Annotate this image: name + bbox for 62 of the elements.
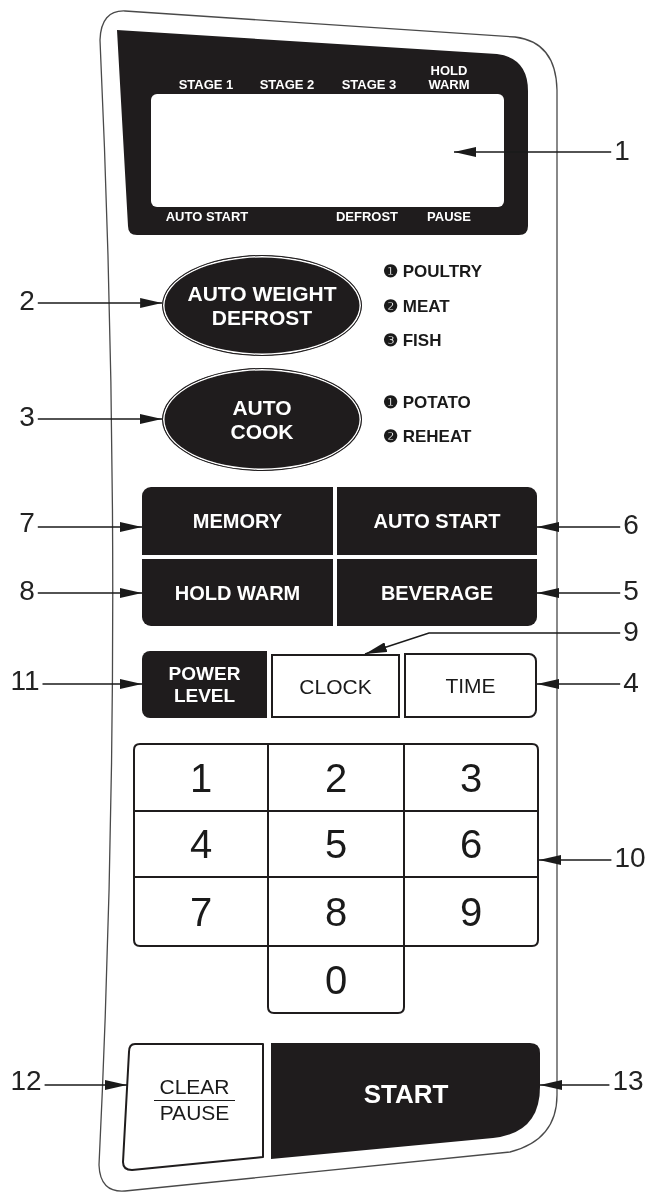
indicator-label: PAUSE [427,209,471,225]
callout-number: 11 [10,667,40,695]
number-key: 2 [268,744,404,811]
indicator-label: HOLD WARM [427,63,471,93]
callout-number: 7 [19,509,35,537]
leader-arrow [43,1080,128,1090]
oval-button: AUTO COOK [162,368,362,471]
number-key: 6 [404,811,538,877]
callout-number: 9 [623,618,639,646]
leader-arrow [536,679,621,689]
leader-arrow [37,298,163,308]
dark-button: START [271,1043,541,1159]
number-key: 1 [134,744,268,811]
option-label: ❶ POULTRY [383,262,483,280]
number-key: 9 [404,877,538,946]
dark-button: HOLD WARM [142,559,333,626]
callout-number: 13 [612,1067,644,1095]
leader-arrow [37,522,143,532]
callout-number: 5 [623,577,639,605]
leader-arrow [538,855,613,865]
indicator-label: STAGE 1 [178,77,234,93]
callout-number: 2 [19,287,35,315]
dark-button: BEVERAGE [337,559,537,626]
indicator-label: AUTO START [165,209,249,225]
oval-button: AUTO WEIGHT DEFROST [162,255,362,356]
callout-number: 4 [623,669,639,697]
leader-arrow [539,1080,611,1090]
keypad [133,743,539,1014]
leader-arrow [37,588,143,598]
option-label: ❷ REHEAT [383,427,472,445]
callout-number: 6 [623,511,639,539]
leader-arrow [41,679,143,689]
indicator-label: STAGE 3 [341,77,397,93]
callout-number: 1 [614,137,630,165]
indicator-label: DEFROST [335,209,399,225]
number-key: 3 [404,744,538,811]
option-label: ❸ FISH [383,331,442,349]
display-panel [116,29,530,236]
dark-button: MEMORY [142,487,333,555]
indicator-label: STAGE 2 [259,77,315,93]
leader-arrow [536,522,621,532]
option-label: ❷ MEAT [383,297,450,315]
number-key: 8 [268,877,404,946]
number-key: 0 [268,946,404,1013]
display-window [151,94,504,207]
leader-arrow [364,632,621,655]
outlined-button: CLEAR PAUSE [121,1043,264,1171]
number-key: 4 [134,811,268,877]
number-key: 7 [134,877,268,946]
callout-number: 12 [10,1067,42,1095]
leader-arrow [37,414,163,424]
dark-button: POWER LEVEL [142,651,267,718]
leader-arrow [453,147,612,157]
dark-button: AUTO START [337,487,537,555]
outlined-button: TIME [404,653,537,718]
leader-arrow [536,588,621,598]
option-label: ❶ POTATO [383,393,471,411]
callout-number: 3 [19,403,35,431]
outlined-button: CLOCK [271,654,400,718]
callout-number: 10 [614,844,646,872]
callout-number: 8 [19,577,35,605]
number-key: 5 [268,811,404,877]
